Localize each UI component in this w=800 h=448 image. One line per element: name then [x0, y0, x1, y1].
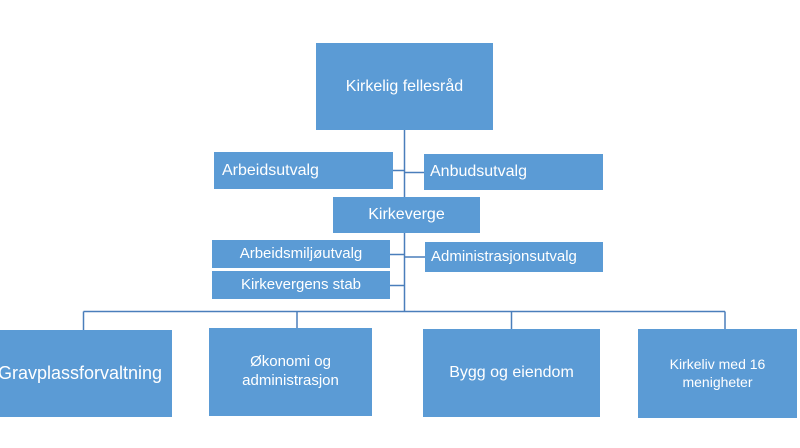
org-node-gravplassforvaltning: Gravplassforvaltning	[0, 330, 172, 417]
org-node-kirkeliv-med-16-menigheter: Kirkeliv med 16 menigheter	[638, 329, 797, 418]
org-node-administrasjonsutvalg: Administrasjonsutvalg	[425, 242, 603, 272]
org-node-kirkevergens-stab: Kirkevergens stab	[212, 271, 390, 299]
org-node-kirkelig-fellesrad: Kirkelig fellesråd	[316, 43, 493, 130]
org-node-kirkeverge: Kirkeverge	[333, 197, 480, 233]
org-node-arbeidsmiljoutvalg: Arbeidsmiljøutvalg	[212, 240, 390, 268]
org-node-anbudsutvalg: Anbudsutvalg	[424, 154, 603, 190]
org-node-bygg-og-eiendom: Bygg og eiendom	[423, 329, 600, 417]
org-node-arbeidsutvalg: Arbeidsutvalg	[214, 152, 393, 189]
org-node-okonomi-og-administrasjon: Økonomi og administrasjon	[209, 328, 372, 416]
